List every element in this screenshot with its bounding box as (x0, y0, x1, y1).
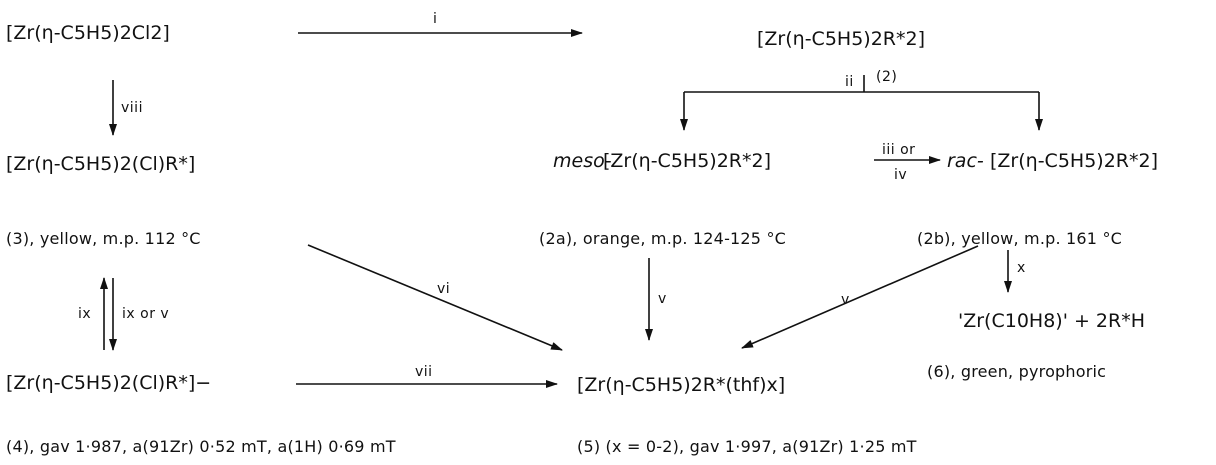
compound-2a: [Zr(η-C5H5)2R*2] (603, 150, 771, 172)
compound-2-number: (2) (876, 69, 898, 85)
arrow-v-right (741, 245, 979, 349)
compound-4: [Zr(η-C5H5)2(Cl)R*]− (6, 372, 212, 394)
compound-1: [Zr(η-C5H5)2Cl2] (6, 22, 170, 44)
compound-3: [Zr(η-C5H5)2(Cl)R*] (6, 153, 196, 175)
label-5: (5) (x = 0-2), gav 1·997, a(91Zr) 1·25 m… (577, 437, 917, 456)
label-2b: (2b), yellow, m.p. 161 °C (917, 229, 1123, 248)
reagent-i: i (433, 11, 438, 27)
reagent-ix-or-v: ix or v (122, 306, 170, 322)
label-2a: (2a), orange, m.p. 124-125 °C (539, 229, 787, 248)
reagent-iii-or: iii or (882, 142, 916, 158)
compound-2b: [Zr(η-C5H5)2R*2] (990, 150, 1158, 172)
compound-2: [Zr(η-C5H5)2R*2] (757, 28, 925, 50)
compound-6: 'Zr(C10H8)' + 2R*H (958, 310, 1145, 332)
reagent-ii: ii (845, 74, 854, 90)
label-4: (4), gav 1·987, a(91Zr) 0·52 mT, a(1H) 0… (6, 437, 396, 456)
label-6: (6), green, pyrophoric (927, 362, 1107, 381)
reagent-vii: vii (415, 364, 433, 380)
label-3: (3), yellow, m.p. 112 °C (6, 229, 201, 248)
reagent-v-middle: v (658, 291, 667, 307)
reagent-ix: ix (78, 306, 92, 322)
reagent-viii: viii (121, 100, 143, 116)
compound-5: [Zr(η-C5H5)2R*(thf)x] (577, 374, 786, 396)
reagent-iv: iv (894, 167, 908, 183)
rac-prefix: rac- (947, 150, 984, 172)
meso-prefix: meso- (553, 150, 612, 172)
reagent-vi: vi (437, 281, 451, 297)
reagent-v-right: v (841, 292, 850, 308)
arrow-vi (307, 244, 563, 351)
reagent-x: x (1017, 260, 1026, 276)
